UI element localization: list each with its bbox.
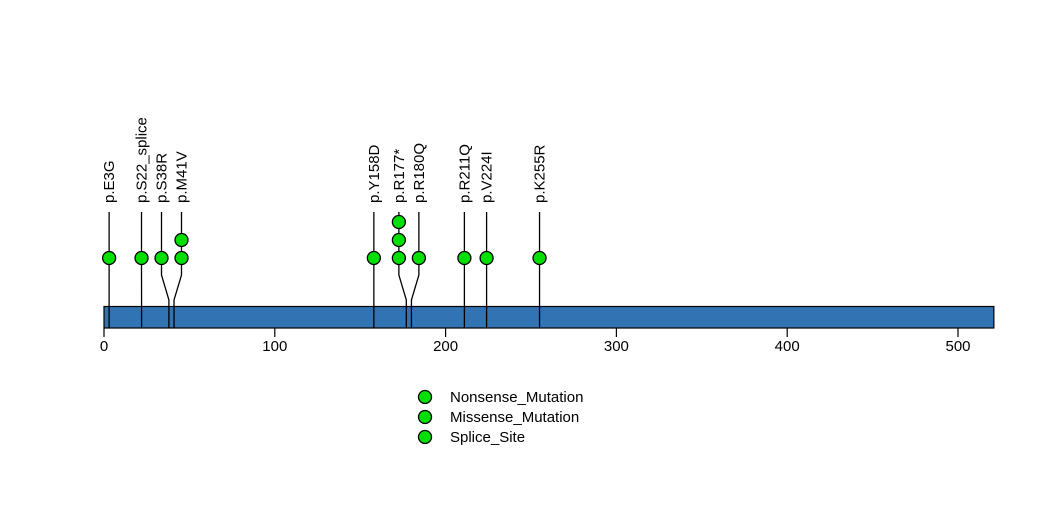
lollipop-circle bbox=[391, 214, 407, 230]
axis-tick-label: 500 bbox=[945, 338, 970, 355]
legend-label: Splice_Site bbox=[450, 429, 525, 446]
lollipop-circle bbox=[174, 232, 189, 248]
mutation-label: p.K255R bbox=[532, 144, 549, 203]
lollipop-stem bbox=[410, 212, 420, 328]
protein-backbone-bar bbox=[103, 305, 995, 329]
legend-label: Nonsense_Mutation bbox=[450, 389, 583, 406]
lollipop-circle bbox=[101, 250, 117, 266]
lollipop-circle bbox=[391, 250, 407, 266]
lollipop-stem bbox=[160, 212, 170, 328]
lollipop-circle bbox=[134, 250, 149, 266]
axis-tick-label: 400 bbox=[775, 338, 800, 355]
legend-swatch bbox=[417, 429, 433, 445]
lollipop-circle bbox=[532, 250, 547, 266]
lollipop-circle bbox=[154, 250, 169, 266]
mutation-label: p.R177* bbox=[391, 149, 408, 203]
axis-tick-label: 200 bbox=[433, 338, 458, 355]
axis-tick-label: 300 bbox=[604, 338, 629, 355]
legend-swatch bbox=[417, 389, 433, 405]
lollipop-circle bbox=[174, 250, 189, 266]
mutation-label: p.R211Q bbox=[456, 144, 473, 203]
legend-swatch bbox=[417, 409, 433, 425]
lollipop-circle bbox=[411, 250, 427, 266]
mutation-label: p.V224I bbox=[479, 151, 496, 203]
legend-label: Missense_Mutation bbox=[450, 409, 579, 426]
legend: Nonsense_MutationMissense_MutationSplice… bbox=[417, 389, 583, 446]
axis-tick-label: 100 bbox=[262, 338, 287, 355]
mutation-label: p.S22_splice bbox=[134, 117, 151, 203]
lollipop-circle bbox=[366, 250, 382, 266]
axis-tick-label: 0 bbox=[100, 338, 108, 355]
lollipop-circle bbox=[479, 250, 494, 266]
lollipop-circle bbox=[457, 250, 472, 266]
mutation-label: p.E3G bbox=[101, 160, 118, 203]
mutation-label: p.R180Q bbox=[411, 143, 428, 203]
mutation-label: p.S38R bbox=[154, 153, 171, 203]
mutation-label: p.M41V bbox=[174, 151, 191, 203]
lollipop-circle bbox=[391, 232, 407, 248]
mutation-label: p.Y158D bbox=[366, 144, 383, 203]
